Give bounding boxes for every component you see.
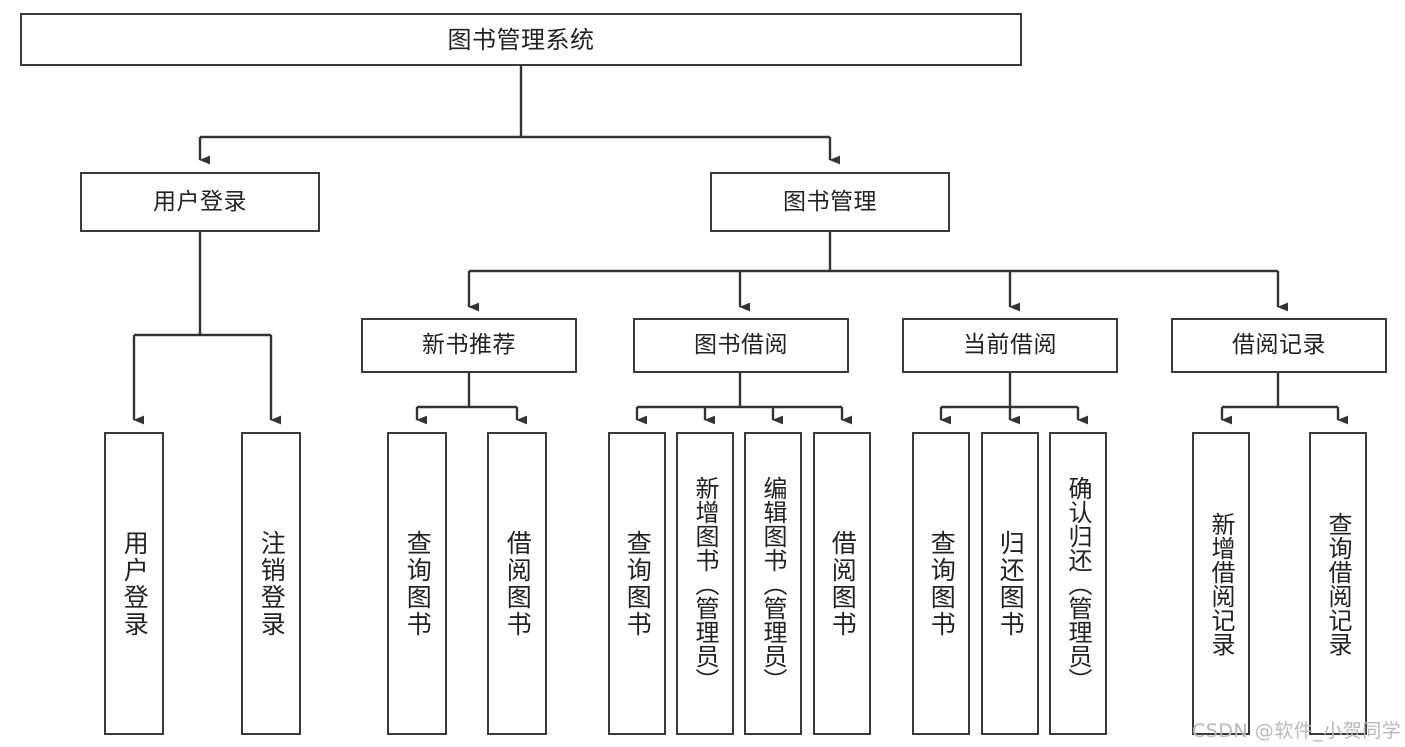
node-book-borrow[interactable]: 图书借阅 [633,318,849,373]
node-label: 编辑图书（管理员） [759,475,787,692]
leaf-borrow-record-query-record[interactable]: 查询借阅记录 [1309,432,1367,735]
node-label: 新增图书（管理员） [691,475,719,692]
leaf-new-book-query-book[interactable]: 查询图书 [387,432,447,735]
node-label: 借阅图书 [828,529,858,638]
node-user-login[interactable]: 用户登录 [80,172,320,232]
leaf-book-borrow-edit-book-admin[interactable]: 编辑图书（管理员） [744,432,802,735]
csdn-watermark: CSDN @软件_小贺同学 [1192,720,1402,742]
node-new-book-recommend[interactable]: 新书推荐 [361,318,577,373]
leaf-book-borrow-add-book-admin[interactable]: 新增图书（管理员） [676,432,734,735]
node-book-management[interactable]: 图书管理 [710,172,950,232]
node-label: 借阅图书 [503,529,533,638]
node-label: 注销登录 [257,529,287,638]
leaf-current-borrow-confirm-return-admin[interactable]: 确认归还（管理员） [1049,432,1107,735]
leaf-new-book-borrow-book[interactable]: 借阅图书 [487,432,547,735]
leaf-current-borrow-query-book[interactable]: 查询图书 [912,432,970,735]
leaf-user-login-login[interactable]: 用户登录 [104,432,164,735]
node-label: 图书借阅 [694,332,788,359]
node-label: 借阅记录 [1232,332,1326,359]
node-label: 归还图书 [996,529,1026,638]
node-label: 图书管理系统 [447,25,595,54]
node-borrow-record[interactable]: 借阅记录 [1171,318,1387,373]
node-label: 查询图书 [403,529,433,638]
node-label: 确认归还（管理员） [1064,475,1092,692]
node-current-borrow[interactable]: 当前借阅 [902,318,1118,373]
node-label: 查询图书 [623,529,653,638]
leaf-user-login-logout[interactable]: 注销登录 [241,432,301,735]
node-label: 图书管理 [783,188,877,215]
node-label: 新书推荐 [422,332,516,359]
node-root-book-management-system[interactable]: 图书管理系统 [20,13,1022,66]
leaf-book-borrow-query-book[interactable]: 查询图书 [608,432,666,735]
leaf-book-borrow-borrow-book[interactable]: 借阅图书 [813,432,871,735]
node-label: 查询借阅记录 [1324,511,1352,656]
node-label: 用户登录 [153,188,247,215]
leaf-borrow-record-add-record[interactable]: 新增借阅记录 [1192,432,1250,735]
node-label: 查询图书 [927,529,957,638]
node-label: 当前借阅 [963,332,1057,359]
node-label: 用户登录 [120,529,150,638]
node-label: 新增借阅记录 [1207,511,1235,656]
leaf-current-borrow-return-book[interactable]: 归还图书 [981,432,1039,735]
